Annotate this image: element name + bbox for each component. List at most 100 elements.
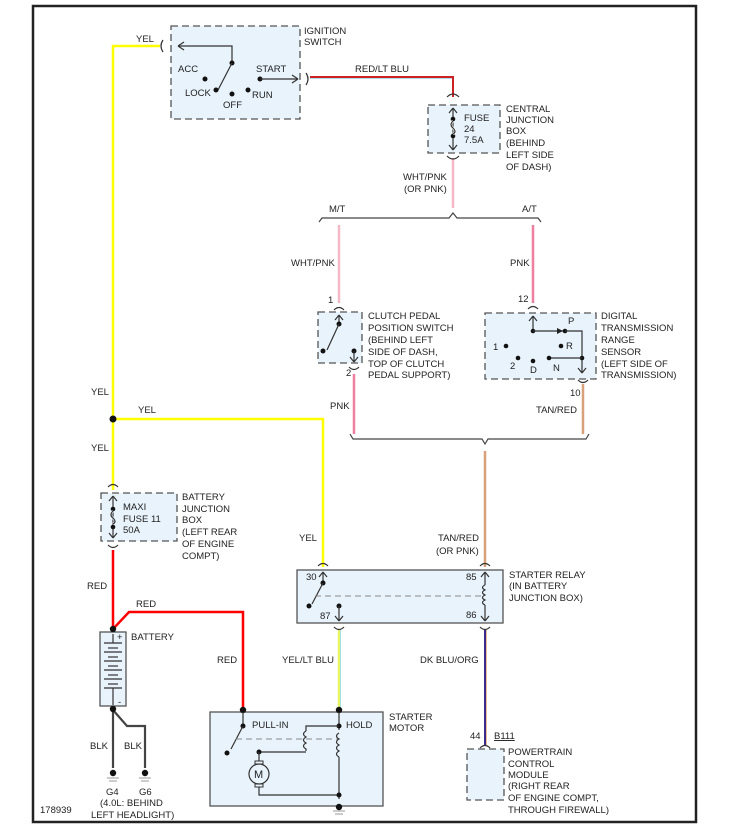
relay-title-1: STARTER RELAY (509, 570, 586, 581)
label-pnk-clutch: PNK (330, 401, 350, 412)
wire-yel-branch (113, 417, 325, 567)
label-wht-pnk-clutch: WHT/PNK (291, 258, 335, 269)
tr-title-2: TRANSMISSION (601, 323, 673, 334)
maxi-fuse-line1: MAXI (123, 502, 146, 513)
clutch-pin-2: 2 (346, 368, 351, 379)
ign-pos-off: OFF (223, 100, 242, 111)
ground-g4-label: G4 (106, 787, 119, 798)
relay-pin-85: 85 (466, 572, 477, 583)
label-dk-blu-org: DK BLU/ORG (420, 655, 479, 666)
label-at: A/T (522, 204, 537, 215)
battery-title: BATTERY (131, 632, 175, 643)
clutch-title-5: TOP OF CLUTCH (368, 359, 444, 370)
ignition-switch: ACC LOCK OFF RUN START IGNITION SWITCH (160, 25, 346, 120)
mt-at-bracket (318, 212, 542, 223)
tr-title-5: (LEFT SIDE OF (601, 359, 668, 370)
maxi-fuse-line3: 50A (123, 525, 141, 536)
relay-pin-30: 30 (306, 572, 317, 583)
clutch-title-4: SIDE OF DASH, (368, 347, 438, 358)
pcm-title-4: (RIGHT REAR (508, 781, 570, 792)
clutch-title-1: CLUTCH PEDAL (368, 311, 440, 322)
bjb-title-5: OF ENGINE (182, 539, 234, 550)
cjb-title-3: BOX (506, 126, 527, 137)
battery-junction-box: MAXI FUSE 11 50A BATTERY JUNCTION BOX (L… (100, 483, 237, 562)
label-tan-red-relay-1: TAN/RED (438, 533, 479, 544)
tr-pos-d: D (530, 365, 537, 376)
wire-yel-main (111, 44, 160, 490)
relay-title-3: JUNCTION BOX) (509, 593, 583, 604)
grounds: G4 G6 (4.0L: BEHIND LEFT HEADLIGHT) (91, 769, 174, 821)
label-red-lt-blu: RED/LT BLU (355, 64, 409, 75)
cjb-title-6: OF DASH) (506, 162, 551, 173)
bjb-title-2: JUNCTION (182, 504, 230, 515)
label-tan-red-tr: TAN/RED (536, 405, 577, 416)
ground-location-1: (4.0L: BEHIND (100, 798, 163, 809)
bjb-title-1: BATTERY (182, 492, 226, 503)
fuse24-line3: 7.5A (464, 135, 484, 146)
cjb-title-1: CENTRAL (506, 104, 550, 115)
ground-g6-icon (141, 769, 149, 777)
tr-pos-2: 2 (510, 361, 515, 372)
tr-title-3: RANGE (601, 335, 635, 346)
tr-pos-r: R (566, 341, 573, 352)
pcm-title-1: POWERTRAIN (508, 747, 572, 758)
tr-pin-12: 12 (518, 294, 529, 305)
pcm-connector-b111: B111 (494, 731, 515, 742)
diagram-id: 178939 (40, 805, 72, 816)
merge-bracket (349, 433, 590, 446)
pcm-pin-44: 44 (470, 731, 481, 742)
tr-title-1: DIGITAL (601, 311, 637, 322)
label-yel-top: YEL (136, 34, 154, 45)
ground-location-2: LEFT HEADLIGHT) (91, 810, 174, 821)
wire-labels: YEL RED/LT BLU WHT/PNK (OR PNK) M/T A/T … (87, 34, 577, 752)
clutch-title-2: POSITION SWITCH (368, 323, 454, 334)
clutch-pedal-position-switch: 1 2 CLUTCH PEDAL POSITION SWITCH (BEHIND… (317, 295, 454, 381)
wire-blk-g6 (112, 709, 147, 768)
label-red-fuse: RED (87, 581, 107, 592)
motor-label: M (254, 769, 263, 781)
fuse24-line1: FUSE (464, 113, 489, 124)
ign-pos-run: RUN (252, 90, 273, 101)
tr-pin-10: 10 (570, 388, 581, 399)
bjb-title-4: (LEFT REAR (182, 527, 237, 538)
bjb-title-6: COMPT) (182, 551, 219, 562)
tr-pos-p: P (568, 316, 574, 327)
hold-label: HOLD (346, 720, 373, 731)
bjb-title-3: BOX (182, 515, 203, 526)
label-yel-mid1: YEL (91, 387, 109, 398)
battery-plus: + (117, 632, 123, 643)
label-blk-2: BLK (124, 741, 143, 752)
label-yel-branch: YEL (138, 405, 156, 416)
relay-title-2: (IN BATTERY (509, 581, 568, 592)
tr-pos-1: 1 (493, 342, 498, 353)
clutch-title-6: PEDAL SUPPORT) (368, 370, 450, 381)
pcm-title-6: THROUGH FIREWALL) (508, 805, 609, 816)
powertrain-control-module: 44 B111 POWERTRAIN CONTROL MODULE (RIGHT… (466, 731, 609, 816)
cjb-title-5: LEFT SIDE (506, 150, 554, 161)
label-red-batt: RED (136, 599, 156, 610)
transmission-range-sensor: P R N D 2 1 12 10 DIGITAL TRANSMISSION R… (484, 294, 676, 399)
starter-title-1: STARTER (389, 712, 433, 723)
starter-relay: 30 87 85 86 STARTER RELAY (IN BATTERY JU… (296, 562, 586, 631)
starter-title-2: MOTOR (389, 723, 424, 734)
wire-red-lt-blu (310, 76, 454, 97)
clutch-title-3: (BEHIND LEFT (368, 335, 433, 346)
label-red-starter: RED (217, 655, 237, 666)
ign-title-2: SWITCH (304, 37, 342, 48)
fuse24-line2: 24 (464, 124, 475, 135)
yel-splice-dot (109, 415, 117, 423)
label-tan-red-relay-2: (OR PNK) (436, 546, 479, 557)
maxi-fuse-line2: FUSE 11 (123, 514, 161, 525)
ground-g6-label: G6 (139, 787, 152, 798)
relay-pin-86: 86 (466, 610, 477, 621)
label-pnk-at: PNK (510, 258, 530, 269)
tr-title-6: TRANSMISSION) (601, 370, 676, 381)
wire-red-batt-starter (112, 610, 245, 710)
ign-pos-lock: LOCK (185, 88, 212, 99)
pull-in-label: PULL-IN (252, 720, 289, 731)
cjb-title-4: (BEHIND (506, 138, 545, 149)
central-junction-box: FUSE 24 7.5A CENTRAL JUNCTION BOX (BEHIN… (427, 93, 554, 173)
cjb-title-2: JUNCTION (506, 115, 554, 126)
label-wht-pnk-2: (OR PNK) (404, 184, 447, 195)
